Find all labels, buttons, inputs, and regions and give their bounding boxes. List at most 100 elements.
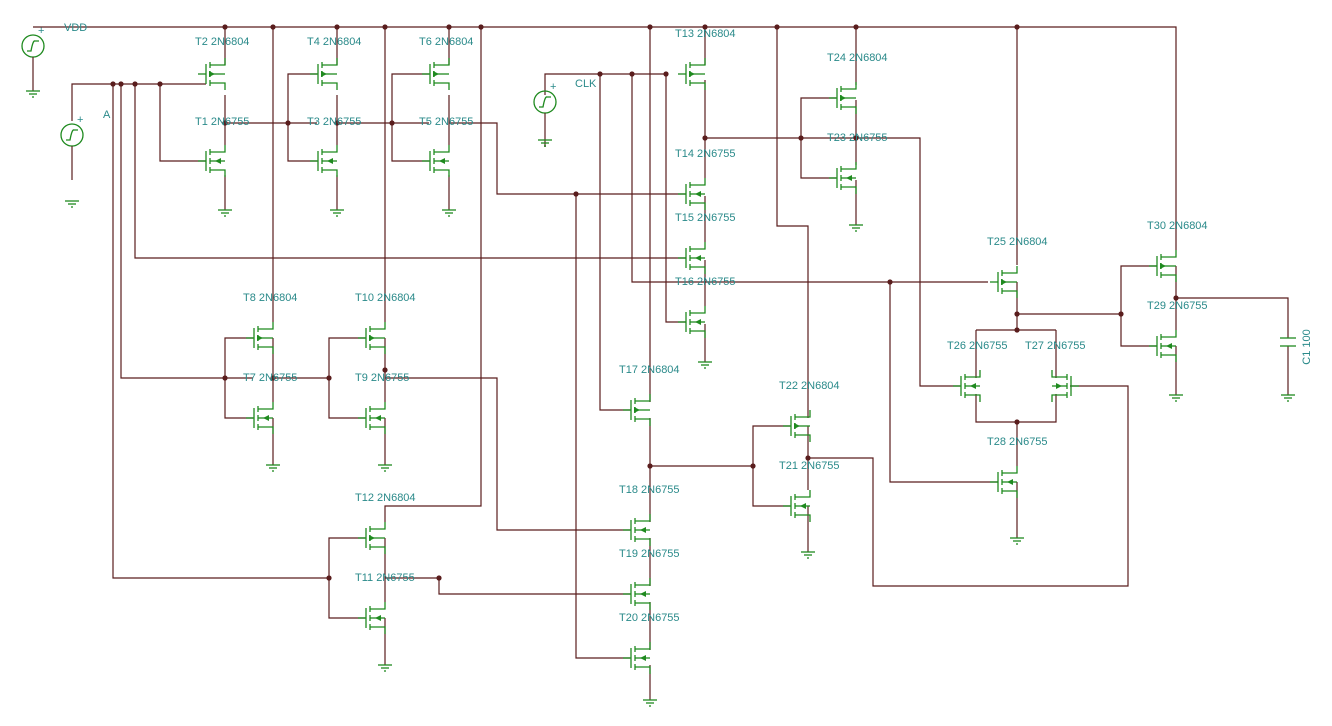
wire-41: [599, 74, 630, 411]
mosfet-t14: [678, 178, 706, 210]
plus-sign: +: [38, 25, 44, 37]
body-arrow: [439, 158, 445, 164]
body-arrow: [1001, 279, 1007, 285]
wire-75: [975, 394, 1057, 423]
source-lead: [210, 169, 226, 177]
junction-dot: [1014, 327, 1020, 333]
junction-dot: [702, 135, 708, 141]
wire-59: [776, 27, 809, 418]
mosfet-t17: [623, 394, 651, 426]
wire-34: [384, 27, 482, 522]
drain-lead: [370, 602, 386, 610]
wire-78: [889, 282, 998, 483]
ground-icon: [1281, 394, 1295, 402]
junction-dot: [1118, 311, 1124, 317]
body-arrow: [433, 71, 439, 77]
wire-21: [449, 122, 686, 195]
mosfet-t12: [358, 522, 386, 554]
transistor-label-t24: T24 2N6804: [827, 52, 888, 64]
drain-lead: [795, 490, 811, 498]
mosfet-t24: [829, 82, 857, 114]
wire-83: [1176, 297, 1289, 338]
source-lead: [841, 186, 857, 194]
wire-16: [391, 123, 429, 162]
mosfet-t4: [310, 58, 338, 90]
drain-lead: [1161, 330, 1177, 338]
junction-dot: [270, 375, 276, 381]
source-lead: [841, 106, 857, 114]
mosfet-t2: [198, 58, 226, 90]
drain-lead: [635, 578, 651, 586]
junction-dot: [110, 81, 116, 87]
source-lead: [370, 346, 386, 354]
drain-lead: [322, 145, 338, 153]
source-circle: [60, 123, 84, 147]
drain-lead: [258, 322, 274, 330]
drain-lead: [370, 522, 386, 530]
wire-66: [800, 138, 836, 179]
wire-68: [856, 137, 960, 387]
voltage-source-clk: +: [533, 81, 557, 147]
ground-icon: [218, 209, 232, 217]
drain-lead: [322, 58, 338, 66]
transistor-label-t29: T29 2N6755: [1147, 300, 1208, 312]
drain-lead: [841, 162, 857, 170]
wire-32: [328, 337, 365, 378]
transistor-label-t28: T28 2N6755: [987, 436, 1048, 448]
source-lead: [635, 666, 651, 674]
drain-lead: [795, 410, 811, 418]
wire-50: [575, 194, 630, 659]
source-lead: [635, 418, 651, 426]
mosfet-t30: [1149, 250, 1177, 282]
drain-lead: [841, 82, 857, 90]
wire-26: [224, 337, 253, 378]
junction-dot: [478, 24, 484, 30]
wire-58: [752, 466, 790, 507]
transistor-label-t22: T22 2N6804: [779, 380, 840, 392]
source-lead: [1002, 290, 1018, 298]
mosfet-t13: [678, 58, 706, 90]
ground-icon: [801, 551, 815, 559]
source-lead: [690, 330, 706, 338]
transistor-label-t5: T5 2N6755: [419, 116, 473, 128]
source-lead: [690, 202, 706, 210]
ground-icon: [330, 209, 344, 217]
drain-lead: [1002, 266, 1018, 274]
ground-icon: [442, 209, 456, 217]
source-lead: [690, 266, 706, 274]
body-arrow: [1007, 479, 1013, 485]
wire-40: [544, 73, 666, 95]
junction-dot: [1173, 295, 1179, 301]
capacitor-c1: [1280, 337, 1296, 347]
mosfet-t6: [422, 58, 450, 90]
junction-dot: [647, 24, 653, 30]
drain-lead: [690, 178, 706, 186]
mosfet-t15: [678, 242, 706, 274]
wire-2: [159, 84, 206, 162]
mosfet-t18: [623, 514, 651, 546]
transistor-label-t12: T12 2N6804: [355, 492, 416, 504]
transistor-label-t3: T3 2N6755: [307, 116, 361, 128]
source-circle: [21, 34, 45, 58]
junction-dot: [629, 71, 635, 77]
drain-lead: [690, 242, 706, 250]
junction-dot: [798, 135, 804, 141]
wire-5: [112, 84, 329, 579]
wire-1: [71, 83, 206, 121]
junction-dot: [389, 120, 395, 126]
body-arrow: [800, 503, 806, 509]
junction-dot: [132, 81, 138, 87]
devices: +++: [21, 25, 1296, 707]
wire-4: [134, 84, 686, 259]
junction-dot: [887, 279, 893, 285]
junction-dot: [573, 191, 579, 197]
transistor-label-t14: T14 2N6755: [675, 148, 736, 160]
mosfet-t16: [678, 306, 706, 338]
junction-dot: [774, 24, 780, 30]
transistor-label-t13: T13 2N6804: [675, 28, 736, 40]
drain-lead: [210, 145, 226, 153]
transistor-label-t18: T18 2N6755: [619, 484, 680, 496]
junction-dot: [647, 463, 653, 469]
body-arrow: [640, 591, 646, 597]
junction-dot: [222, 120, 228, 126]
